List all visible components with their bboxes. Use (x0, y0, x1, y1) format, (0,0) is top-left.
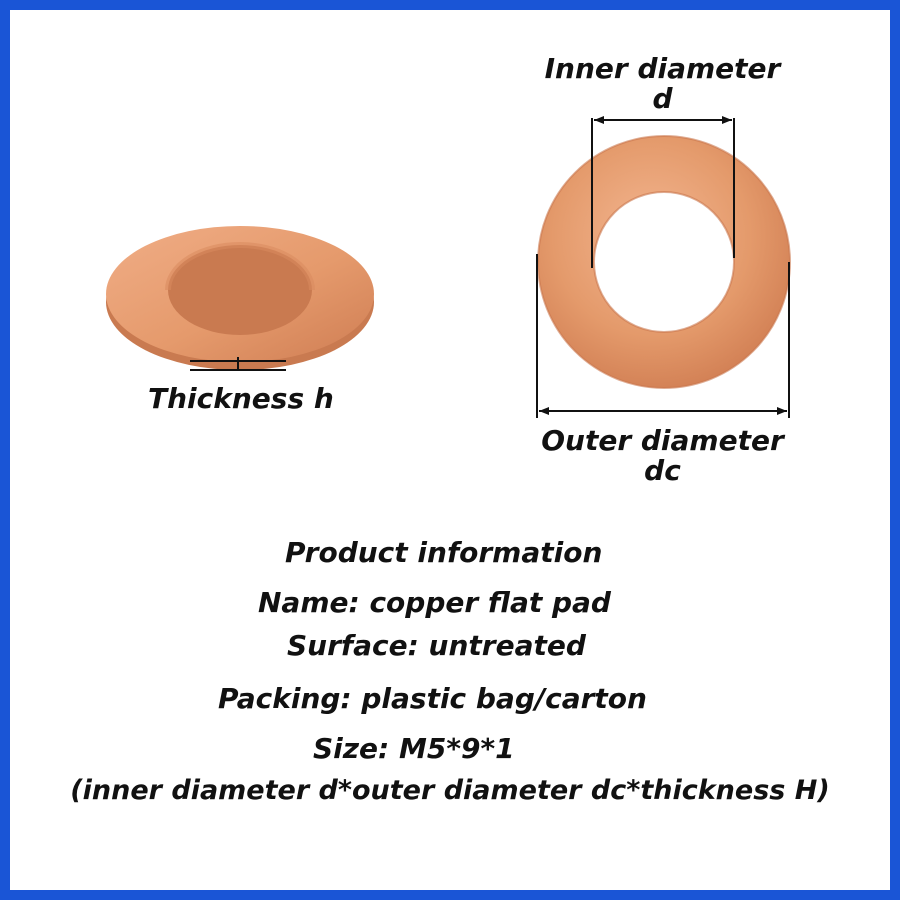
outer-diameter-symbol: dc (644, 454, 681, 487)
thickness-label: Thickness h (148, 382, 334, 415)
inner-diameter-label: Inner diameter (544, 52, 781, 85)
outer-diameter-label: Outer diameter (541, 424, 784, 457)
front-washer (537, 135, 791, 389)
info-heading: Product information (285, 536, 603, 569)
info-name: Name: copper flat pad (258, 586, 611, 619)
side-washer (106, 226, 374, 370)
inner-diameter-dimension (591, 116, 735, 268)
front-washer-face (538, 136, 790, 388)
thickness-marker (190, 357, 286, 371)
info-size: Size: M5*9*1 (313, 732, 515, 765)
info-size-note: (inner diameter d*outer diameter dc*thic… (70, 775, 830, 806)
inner-diameter-symbol: d (652, 82, 673, 115)
side-washer-face (106, 226, 374, 362)
outer-diameter-dimension (536, 254, 790, 418)
info-surface: Surface: untreated (287, 629, 586, 662)
info-packing: Packing: plastic bag/carton (218, 682, 647, 715)
